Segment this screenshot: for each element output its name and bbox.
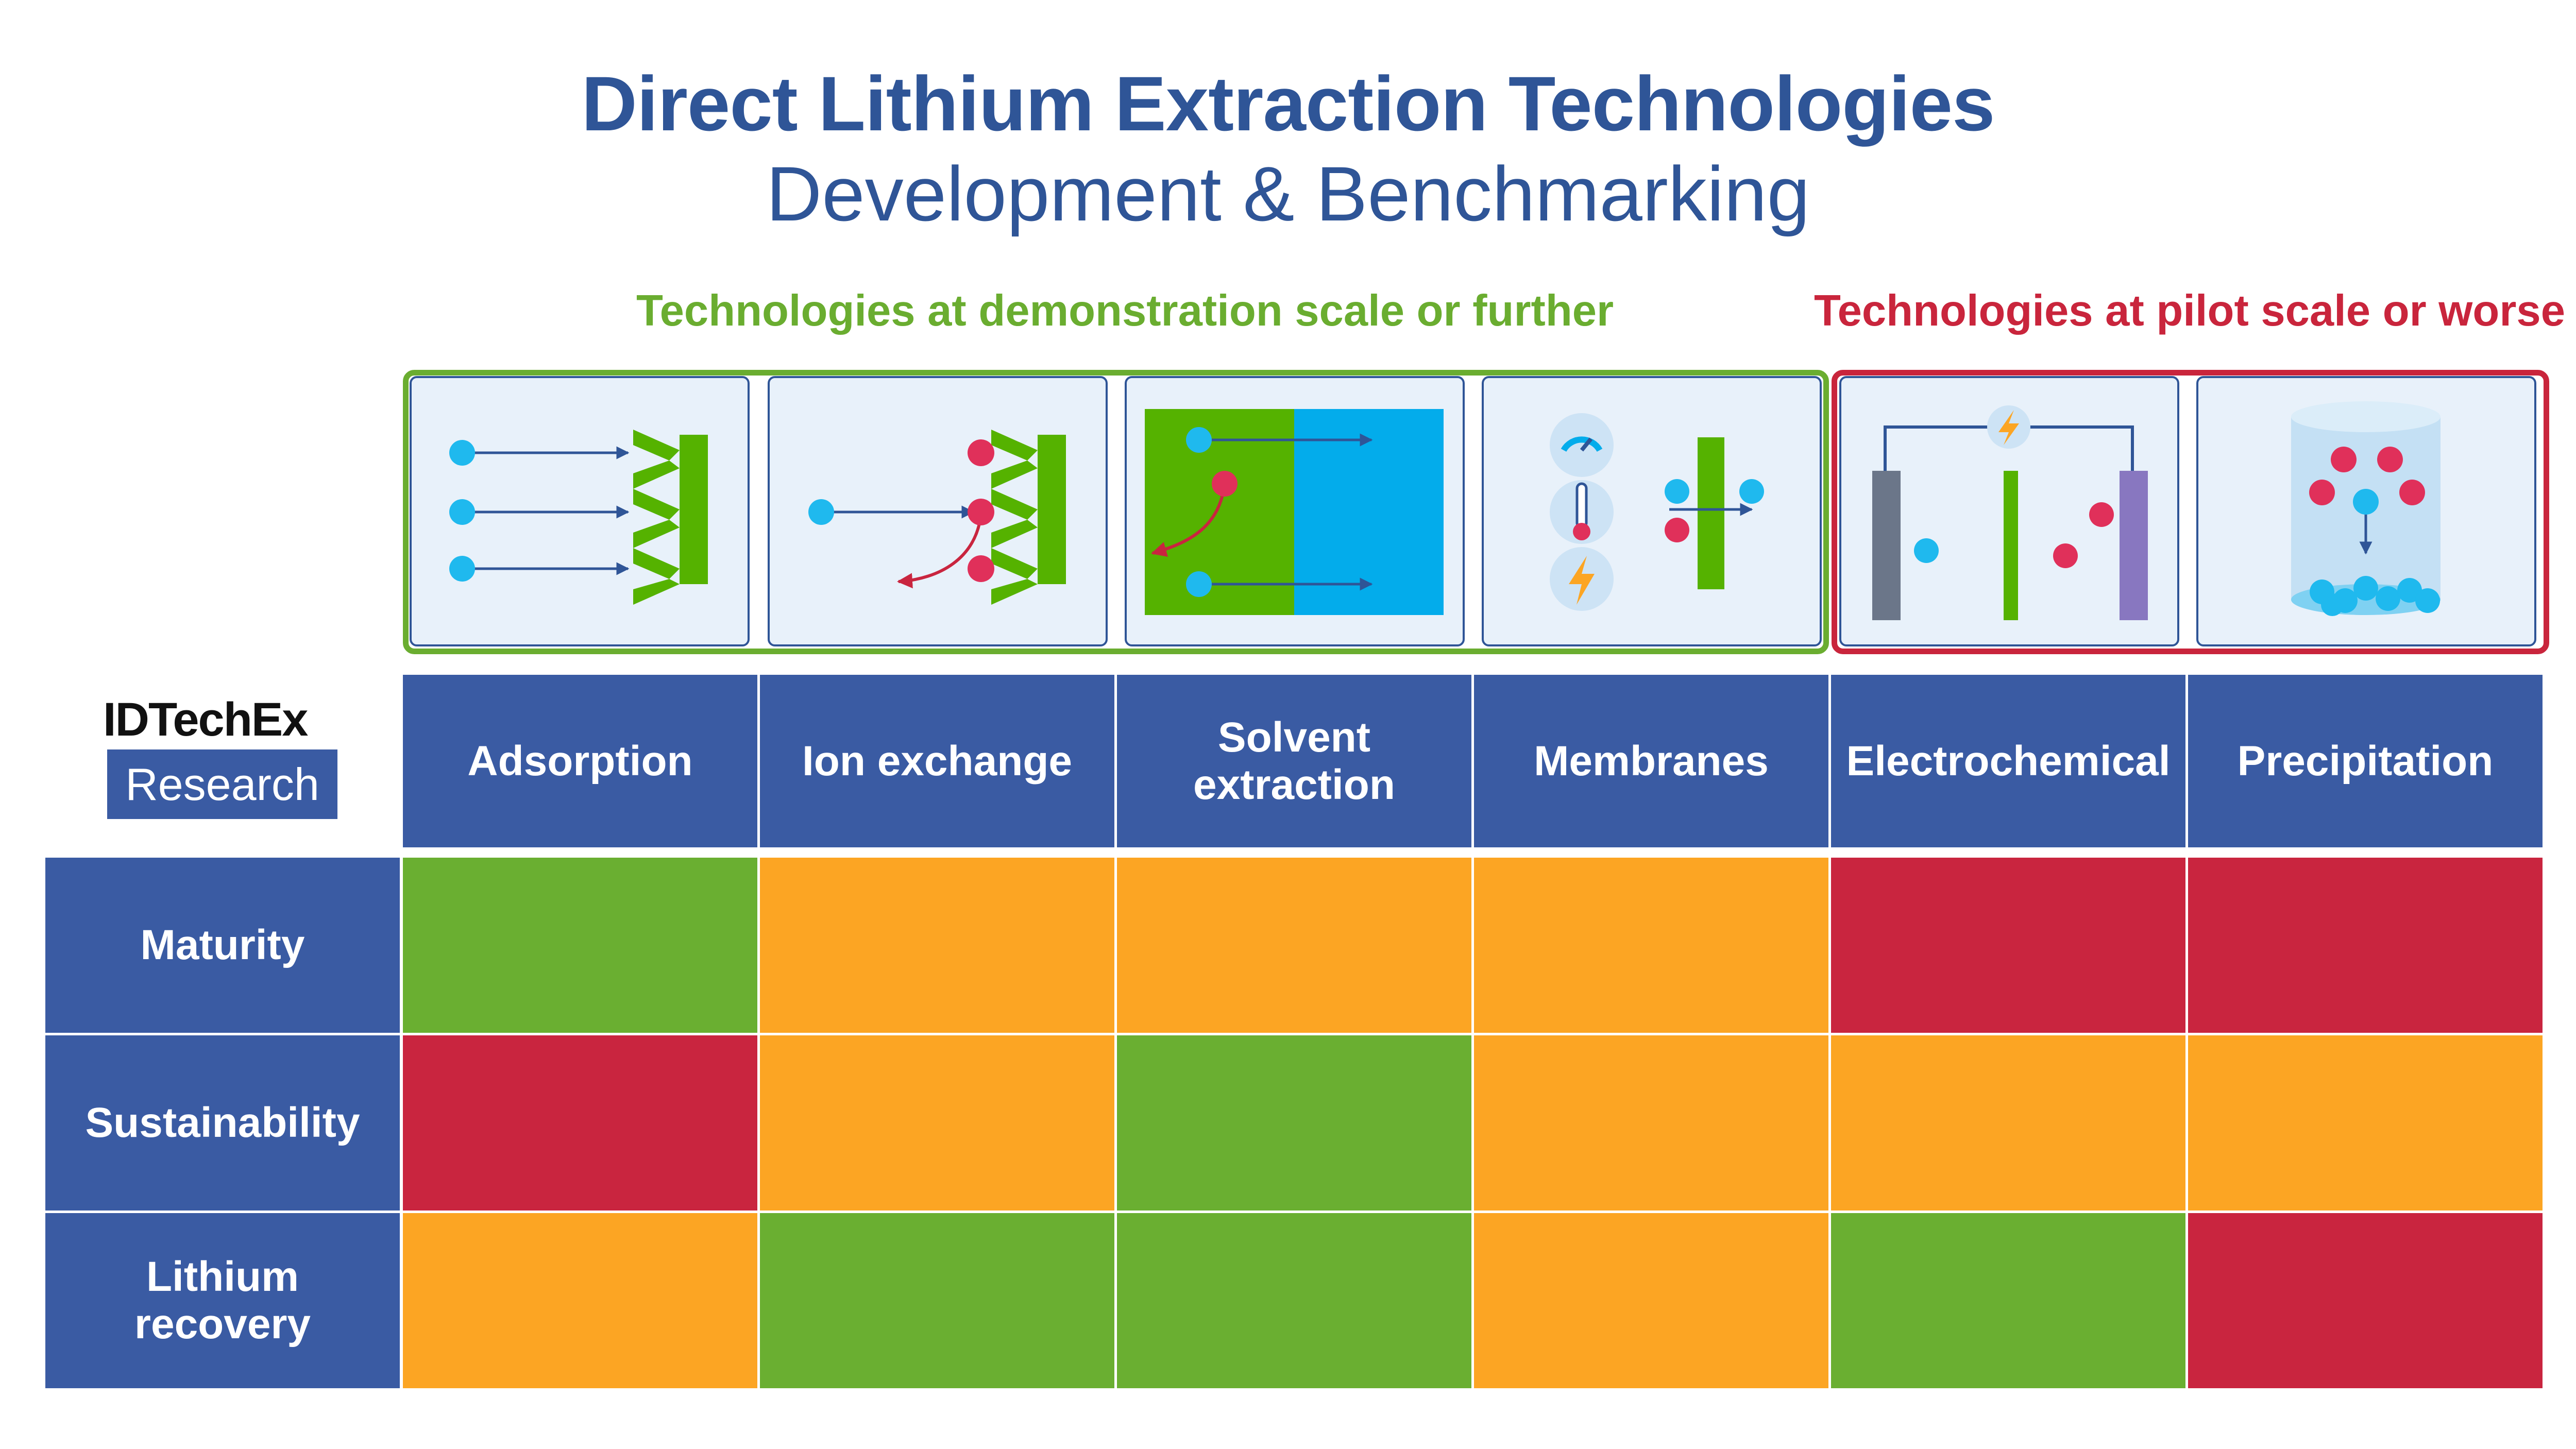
idtechex-logo-research: Research [107, 749, 337, 819]
column-header-electrochemical: Electrochemical [1831, 675, 2185, 847]
group-box-demonstration [403, 370, 1829, 654]
rating-cell [1474, 1213, 1828, 1388]
rating-cell [2188, 1035, 2543, 1211]
rating-cell [1474, 858, 1828, 1033]
rating-cell [760, 858, 1114, 1033]
rating-cell [403, 1213, 757, 1388]
adsorption-icon [410, 376, 750, 646]
rating-cell [2188, 858, 2543, 1033]
column-header-solvent-extraction: Solvent extraction [1117, 675, 1471, 847]
rating-cell [403, 1035, 757, 1211]
solvent-extraction-icon [1125, 376, 1465, 646]
rating-cell [1831, 1213, 2185, 1388]
page-subtitle: Development & Benchmarking [766, 150, 1810, 237]
rating-cell [1117, 1213, 1471, 1388]
rating-cell [760, 1213, 1114, 1388]
rating-cell [760, 1035, 1114, 1211]
column-header-membranes: Membranes [1474, 675, 1828, 847]
group-label-demonstration: Technologies at demonstration scale or f… [636, 286, 1614, 335]
row-header-maturity: Maturity [45, 858, 400, 1033]
group-label-pilot: Technologies at pilot scale or worse [1814, 286, 2565, 335]
column-header-ion-exchange: Ion exchange [760, 675, 1114, 847]
rating-cell [403, 858, 757, 1033]
rating-cell [2188, 1213, 2543, 1388]
idtechex-logo: IDTechEx [103, 693, 308, 746]
ion-exchange-icon [768, 376, 1108, 646]
column-header-precipitation: Precipitation [2188, 675, 2543, 847]
electrochemical-icon [1839, 376, 2179, 646]
rating-cell [1117, 858, 1471, 1033]
rating-cell [1831, 1035, 2185, 1211]
column-header-adsorption: Adsorption [403, 675, 757, 847]
rating-cell [1474, 1035, 1828, 1211]
precipitation-icon [2196, 376, 2536, 646]
row-header-lithium-recovery: Lithium recovery [45, 1213, 400, 1388]
page-title: Direct Lithium Extraction Technologies [581, 60, 1995, 147]
row-header-sustainability: Sustainability [45, 1035, 400, 1211]
group-box-pilot [1832, 370, 2549, 654]
rating-cell [1831, 858, 2185, 1033]
membranes-icon [1482, 376, 1822, 646]
rating-cell [1117, 1035, 1471, 1211]
